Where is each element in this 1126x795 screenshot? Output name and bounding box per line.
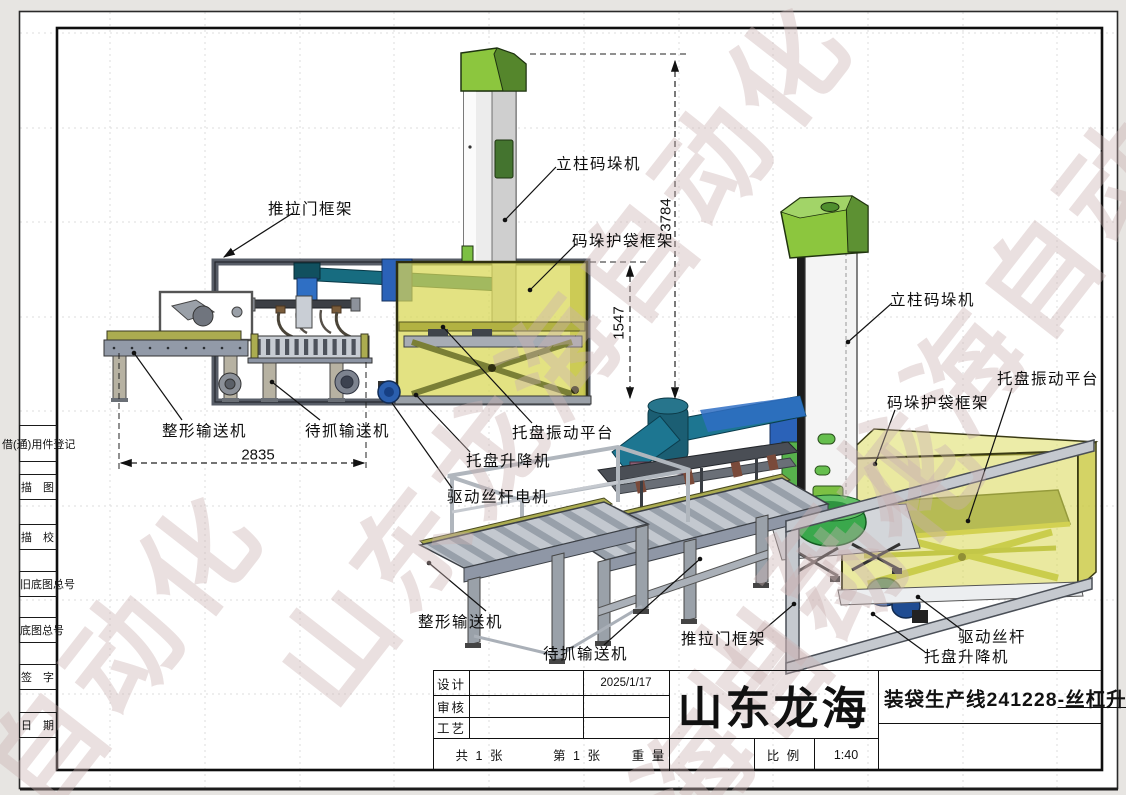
left-elevation-view: [103, 47, 592, 406]
drawing-title-main: 装袋生产线241228: [884, 688, 1058, 711]
callout-right-bag-frame: 码垛护袋框架: [887, 395, 990, 412]
drawing-title-tail: -丝杠升: [1057, 688, 1126, 711]
left-screw-motor: [377, 380, 401, 404]
callout-left-column-palletizer: 立柱码垛机: [556, 156, 642, 173]
callout-left-pallet-lifter: 托盘升降机: [466, 453, 552, 470]
callout-right-column-palletizer: 立柱码垛机: [890, 292, 976, 309]
callout-right-grab-conveyor: 待抓输送机: [543, 646, 629, 663]
title-block-company: 山东龙海: [677, 683, 870, 734]
callout-left-shaping-conveyor: 整形输送机: [162, 423, 248, 440]
title-block-date: 2025/1/17: [600, 677, 652, 689]
callout-left-grab-conveyor: 待抓输送机: [305, 423, 391, 440]
title-block-sheets-total: 共 1 张: [455, 749, 505, 763]
margin-cell-master-no: 底图总号: [19, 617, 64, 643]
left-bag-frame: [394, 260, 592, 405]
margin-cell-traced-by: 描 图: [19, 474, 57, 500]
title-block-scale-value: 1:40: [833, 747, 859, 762]
callout-left-bag-frame: 码垛护袋框架: [572, 233, 675, 250]
right-shaping-conveyor: [417, 444, 691, 664]
callout-right-door-frame: 推拉门框架: [681, 631, 767, 648]
right-gripper: [597, 441, 800, 520]
margin-cell-date: 日 期: [19, 712, 57, 738]
callout-right-pallet-lifter: 托盘升降机: [924, 649, 1010, 666]
dimension-total-length: 2835: [241, 446, 275, 464]
dimension-total-height: 3784: [657, 198, 675, 232]
callout-left-screw-motor: 驱动丝杆电机: [447, 489, 550, 506]
title-block: 设计 审核 工艺 2025/1/17 山东龙海 装袋生产线241228 -丝杠升…: [433, 670, 1126, 771]
margin-cell-signature: 签 字: [19, 664, 57, 690]
sheet-borders: [18, 10, 1119, 791]
title-block-drawing-title: 装袋生产线241228 -丝杠升: [878, 671, 1126, 723]
left-grab-conveyor: [247, 333, 373, 402]
title-block-process-label: 工艺: [436, 722, 466, 736]
dimension-frame-height: 1547: [610, 306, 628, 340]
callout-right-shaping-conveyor: 整形输送机: [418, 614, 504, 631]
callout-left-vibration-platform: 托盘振动平台: [512, 425, 615, 442]
title-block-design-label: 设计: [436, 677, 466, 692]
right-bag-frame: [837, 428, 1099, 623]
dimension-lines: [118, 53, 690, 472]
margin-cell-common-parts: 借(通)用件登记: [2, 425, 75, 462]
leader-lines: [131, 166, 1013, 653]
right-isometric-view: [417, 195, 1099, 675]
title-block-weight-label: 重 量: [631, 749, 667, 763]
margin-cell-trace-check: 描 校: [19, 524, 57, 550]
callout-right-vibration-platform: 托盘振动平台: [997, 371, 1100, 388]
title-block-review-label: 审核: [436, 700, 466, 715]
right-door-frame: [785, 439, 1095, 675]
callout-right-drive-screw: 驱动丝杆: [958, 629, 1027, 646]
margin-cell-old-master-no: 旧底图总号: [19, 571, 75, 597]
title-block-sheet-no: 第 1 张: [553, 749, 602, 763]
callout-left-door-frame: 推拉门框架: [268, 201, 354, 218]
title-block-scale-label: 比 例: [766, 749, 802, 763]
